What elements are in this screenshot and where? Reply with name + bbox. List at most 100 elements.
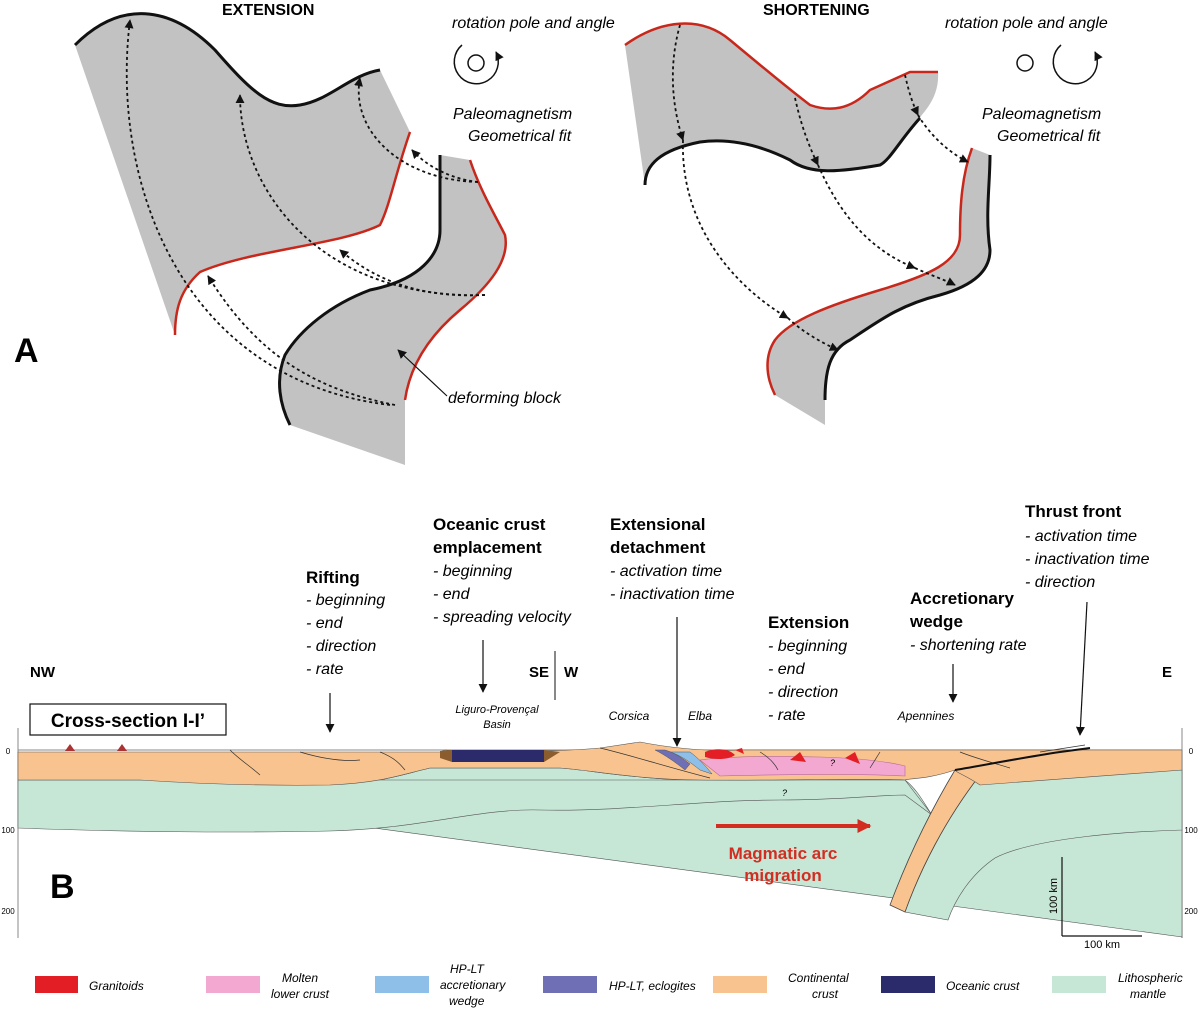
- legend-label: wedge: [449, 994, 485, 1008]
- annotation-item: - inactivation time: [610, 586, 735, 603]
- granitoid: [735, 748, 744, 754]
- place-corsica: Corsica: [609, 709, 650, 723]
- legend-item-molten-lower-crust: Molten lower crust: [206, 971, 330, 1001]
- section-title-box: [29, 703, 227, 736]
- annotation-detachment: Extensional detachment - activation time…: [610, 515, 735, 747]
- annotation-item: - rate: [306, 661, 343, 678]
- place-basin: Basin: [483, 719, 511, 731]
- annotation-title: Extensional: [610, 515, 705, 534]
- annotation-item: - beginning: [306, 592, 385, 609]
- legend-item-lithospheric-mantle: Lithospheric mantle: [1052, 971, 1183, 1001]
- pointer-arrow: [1075, 601, 1088, 736]
- panel-a-label: A: [14, 332, 39, 370]
- granitoid: [705, 749, 735, 760]
- shortening-motion-arrows: [671, 24, 969, 351]
- extension-upper-block: [75, 13, 410, 335]
- extension-red-edge-1: [173, 131, 412, 336]
- deforming-block-label: deforming block: [448, 390, 562, 407]
- shortening-method-2: Geometrical fit: [997, 128, 1101, 145]
- thrust-front-line: [954, 747, 1091, 771]
- annotation-item: - shortening rate: [910, 637, 1027, 654]
- hp-lt-eclogites: [654, 749, 691, 771]
- direction-e: E: [1162, 664, 1172, 681]
- rotation-pole-icon: [467, 54, 485, 72]
- rotation-arrow-icon: [453, 44, 504, 85]
- motion-arrow: [917, 114, 969, 163]
- motion-arrow: [671, 24, 685, 141]
- extension-method-1: Paleomagnetism: [453, 106, 572, 123]
- legend-label: crust: [812, 987, 839, 1001]
- annotation-wedge: Accretionary wedge - shortening rate: [909, 589, 1027, 703]
- fault-lines: [229, 744, 1086, 779]
- volcano-icon: [117, 744, 127, 751]
- shortening-red-edge-1: [624, 22, 938, 110]
- cross-section: 0 100 200 0 100 200: [1, 728, 1198, 938]
- shortening-lower-block: [767, 148, 990, 425]
- legend-swatch: [1052, 976, 1106, 993]
- legend-label: mantle: [1130, 987, 1166, 1001]
- annotation-item: - direction: [306, 638, 376, 655]
- legend-item-hp-lt-eclogites: HP-LT, eclogites: [543, 976, 696, 993]
- scale-horizontal-label: 100 km: [1084, 939, 1120, 951]
- arc-label: migration: [744, 866, 821, 885]
- legend-swatch: [375, 976, 429, 993]
- legend-label: Molten: [282, 971, 318, 985]
- shortening-black-edge-1: [643, 116, 922, 186]
- shortening-upper-block: [625, 23, 939, 185]
- depth-tick: 200: [1, 907, 15, 916]
- panel-b-label: B: [50, 868, 75, 906]
- volcano-icon: [65, 744, 75, 751]
- depth-tick: 0: [1189, 747, 1194, 756]
- annotation-extension: Extension - beginning - end - direction …: [768, 613, 849, 724]
- direction-nw: NW: [30, 664, 56, 681]
- motion-arrow: [682, 139, 789, 319]
- motion-arrow: [817, 164, 916, 270]
- motion-arrow: [339, 249, 486, 297]
- basin-sediment: [544, 750, 560, 762]
- motion-arrow: [787, 317, 839, 351]
- extension-pole-label: rotation pole and angle: [452, 15, 615, 32]
- basin-sediment: [440, 750, 452, 762]
- annotation-item: - activation time: [1025, 528, 1137, 545]
- legend: Granitoids Molten lower crust HP-LT accr…: [35, 962, 1183, 1008]
- annotation-title: detachment: [610, 538, 706, 557]
- shortening-pole-label: rotation pole and angle: [945, 15, 1108, 32]
- extension-top-edge: [73, 12, 381, 108]
- shortening-title: SHORTENING: [763, 2, 870, 19]
- extension-black-edge-2: [278, 155, 442, 426]
- annotation-title: Rifting: [306, 568, 360, 587]
- legend-label: Lithospheric: [1118, 971, 1183, 985]
- extension-diagram: EXTENSION rotation pole and angle Paleom…: [73, 2, 615, 465]
- scale-vertical-label: 100 km: [1048, 878, 1060, 914]
- legend-item-granitoids: Granitoids: [35, 976, 144, 993]
- depth-tick: 100: [1, 826, 15, 835]
- place-apennines: Apennines: [897, 709, 955, 723]
- annotation-item: - end: [768, 661, 806, 678]
- scale-bar: 100 km 100 km: [1048, 857, 1142, 951]
- legend-label: accretionary: [440, 978, 506, 992]
- annotation-title: Accretionary: [910, 589, 1014, 608]
- granitoid: [845, 752, 860, 764]
- legend-swatch: [881, 976, 935, 993]
- extension-method-2: Geometrical fit: [468, 128, 572, 145]
- section-title: Cross-section I-I’: [51, 711, 205, 732]
- legend-swatch: [713, 976, 767, 993]
- depth-tick: 100: [1184, 826, 1198, 835]
- annotation-item: - spreading velocity: [433, 609, 572, 626]
- legend-label: Continental: [788, 971, 849, 985]
- legend-swatch: [35, 976, 78, 993]
- annotation-item: - direction: [1025, 574, 1095, 591]
- annotation-oceanic: Oceanic crust emplacement - beginning - …: [433, 515, 572, 693]
- annotation-item: - rate: [768, 707, 805, 724]
- motion-arrow: [411, 149, 479, 183]
- direction-w: W: [564, 664, 579, 681]
- depth-tick: 200: [1184, 907, 1198, 916]
- motion-arrow: [207, 275, 396, 406]
- annotation-title: Oceanic crust: [433, 515, 546, 534]
- lithospheric-mantle-base: [17, 779, 933, 833]
- legend-swatch: [543, 976, 597, 993]
- annotation-item: - end: [306, 615, 344, 632]
- legend-item-hp-lt-wedge: HP-LT accretionary wedge: [375, 962, 506, 1008]
- annotation-item: - beginning: [768, 638, 847, 655]
- motion-arrow: [794, 97, 819, 166]
